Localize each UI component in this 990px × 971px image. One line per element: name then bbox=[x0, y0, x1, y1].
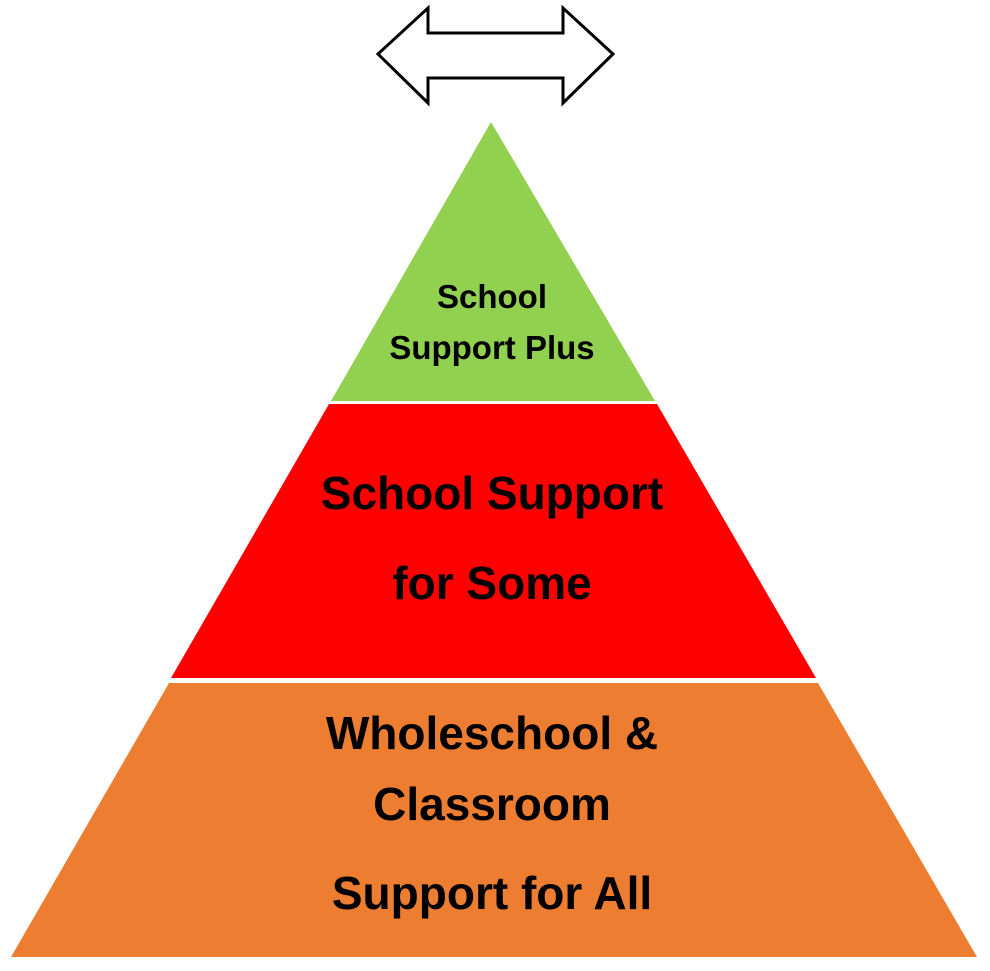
tier-middle-label-line-2: for Some bbox=[392, 557, 591, 609]
tier-middle-label-line-1: School Support bbox=[321, 467, 663, 519]
tier-bottom-label-line-1: Wholeschool & bbox=[326, 707, 658, 759]
tier-top-label-line-1: School bbox=[437, 278, 547, 315]
pyramid-tier-top bbox=[331, 122, 655, 401]
tier-top-label-line-2: Support Plus bbox=[389, 329, 594, 366]
pyramid-tier-middle bbox=[171, 404, 816, 678]
tier-bottom-label-line-2: Classroom bbox=[373, 778, 611, 830]
pyramid-tier-bottom bbox=[11, 683, 977, 957]
double-headed-arrow-icon bbox=[375, 4, 616, 107]
tier-bottom-label-line-3: Support for All bbox=[332, 867, 652, 919]
